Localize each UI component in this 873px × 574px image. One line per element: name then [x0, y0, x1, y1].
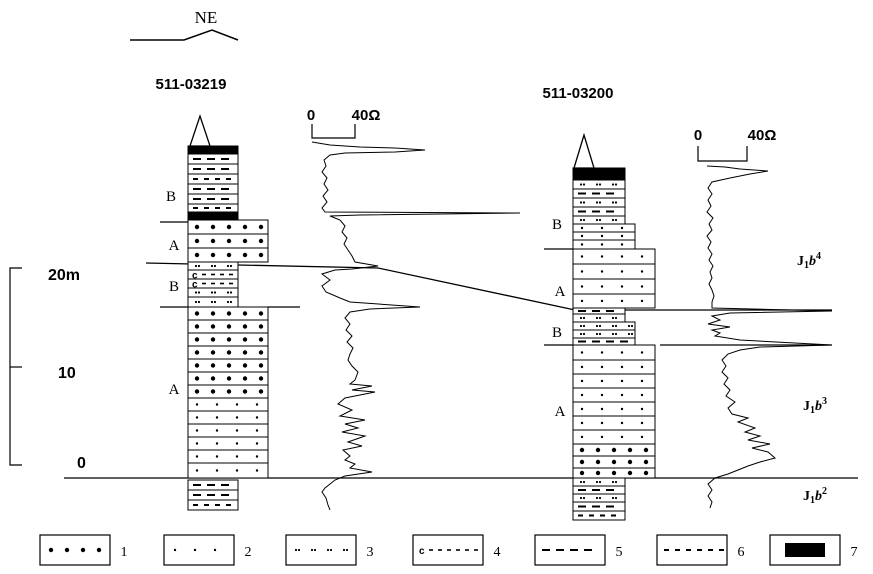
unit-label: A [169, 382, 180, 398]
direction-indicator: NE [130, 8, 239, 41]
direction-label: NE [195, 8, 218, 27]
unit-label: A [555, 404, 566, 420]
well-symbol-left [189, 113, 211, 147]
unit-label: A [169, 238, 180, 254]
formation-labels: J1b4 J1b3 J1b2 [797, 251, 827, 506]
unit-label: B [169, 279, 179, 295]
formation-label-jb4: J1b4 [797, 251, 821, 271]
legend-item: 7 [769, 534, 858, 566]
log-scale-left: 0 40Ω [307, 107, 381, 139]
legend-number: 6 [738, 545, 745, 560]
log-scale-max-right: 40Ω [748, 127, 777, 144]
depth-scale: 20m 10 0 [9, 267, 86, 472]
log-scale-right: 0 40Ω [694, 127, 777, 162]
legend-item: 5 [534, 534, 623, 566]
log-scale-max-left: 40Ω [352, 107, 381, 124]
resistivity-curve-left [311, 141, 521, 511]
svg-text:c: c [192, 280, 198, 291]
svg-text:c: c [419, 546, 425, 557]
log-scale-min-left: 0 [307, 107, 315, 124]
depth-label-0: 0 [77, 455, 86, 472]
depth-label-10: 10 [58, 365, 76, 382]
unit-label: A [555, 284, 566, 300]
legend-number: 5 [616, 545, 623, 560]
legend-number: 3 [367, 545, 374, 560]
legend-number: 7 [851, 545, 858, 560]
unit-label: B [166, 189, 176, 205]
well-column-right [572, 167, 656, 521]
legend-number: 1 [121, 545, 128, 560]
unit-labels: B A B A B A B A [166, 189, 566, 420]
log-scale-min-right: 0 [694, 127, 702, 144]
well-label-right: 511-03200 [543, 85, 614, 102]
well-label-left: 511-03219 [156, 76, 227, 93]
unit-label: B [552, 217, 562, 233]
legend-number: 4 [494, 545, 501, 560]
legend-item: 2 [163, 534, 252, 566]
direction-arrow [130, 29, 239, 41]
correlation-line-jb4 [145, 262, 832, 311]
formation-label-jb3: J1b3 [803, 396, 827, 416]
well-symbol-right [573, 132, 595, 169]
well-column-left: cc [187, 145, 269, 511]
depth-label-20m: 20m [48, 267, 80, 284]
legend-item: 1 [39, 534, 128, 566]
legend-item: 3 [285, 534, 374, 566]
legend-item: 6 [656, 534, 745, 566]
formation-label-jb2: J1b2 [803, 486, 827, 506]
unit-label: B [552, 325, 562, 341]
legend-number: 2 [245, 545, 252, 560]
resistivity-curve-right [706, 165, 833, 509]
svg-text:c: c [192, 271, 198, 282]
